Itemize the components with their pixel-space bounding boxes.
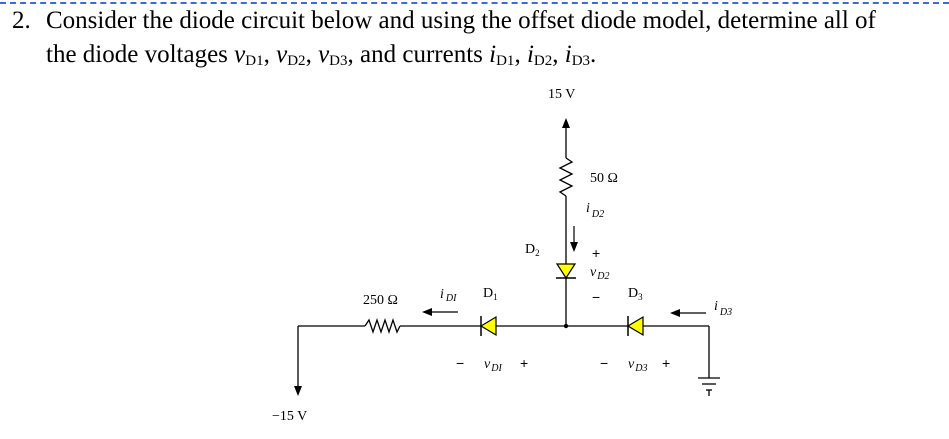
vd1-plus-sign: + bbox=[520, 355, 528, 371]
resistor-50-zigzag bbox=[558, 157, 574, 197]
vd3-plus-sign: + bbox=[662, 355, 670, 371]
diode-d1 bbox=[479, 315, 497, 337]
separator: , bbox=[514, 41, 527, 68]
id2-arrow-icon bbox=[570, 242, 578, 252]
separator: , bbox=[552, 41, 565, 68]
id3-arrow-icon bbox=[670, 309, 680, 317]
problem-text-2: the diode voltages bbox=[46, 41, 235, 68]
problem-text-1: Consider the diode circuit below and usi… bbox=[46, 7, 876, 34]
diode-d1-triangle bbox=[479, 315, 497, 337]
diode-d3 bbox=[626, 315, 644, 337]
d1-label: D1 bbox=[483, 286, 498, 302]
vd3-minus-sign: − bbox=[600, 355, 608, 371]
diode-d2-triangle bbox=[555, 263, 577, 280]
separator: , bbox=[263, 41, 277, 68]
dashed-separator bbox=[0, 2, 949, 4]
diode-d2 bbox=[555, 263, 577, 280]
vd2-minus-sign: − bbox=[592, 289, 600, 305]
supply-top-label: 15 V bbox=[548, 87, 575, 102]
var-sub: D3 bbox=[571, 53, 591, 69]
var-v: v bbox=[318, 41, 330, 68]
id1-arrow-icon bbox=[422, 308, 432, 316]
supply-up-arrow-icon bbox=[562, 118, 570, 128]
diode-d3-triangle bbox=[626, 315, 644, 337]
supply-down-arrow-icon bbox=[294, 386, 302, 396]
separator: , bbox=[305, 41, 319, 68]
problem-line-2: the diode voltages vD1, vD2, vD3, and cu… bbox=[12, 38, 942, 78]
separator: . bbox=[590, 41, 597, 68]
vd3-label: vD3 bbox=[628, 357, 647, 374]
var-sub: D3 bbox=[329, 53, 348, 69]
var-sub: D2 bbox=[287, 53, 306, 69]
var-i: i bbox=[564, 41, 572, 68]
supply-left-label: −15 V bbox=[272, 409, 307, 424]
r-top-label: 50 Ω bbox=[590, 171, 618, 186]
d3-label: D3 bbox=[628, 286, 643, 302]
vd1-minus-sign: − bbox=[456, 355, 464, 371]
var-i: i bbox=[526, 41, 534, 68]
var-sub: D2 bbox=[533, 53, 553, 69]
var-v: v bbox=[234, 41, 246, 68]
resistor-250-zigzag bbox=[364, 317, 401, 335]
separator: , and currents bbox=[347, 41, 490, 68]
vd2-plus-sign: + bbox=[592, 245, 600, 261]
problem-line-1: 2. Consider the diode circuit below and u… bbox=[12, 4, 942, 38]
var-v: v bbox=[276, 41, 288, 68]
problem-number: 2. bbox=[12, 7, 31, 34]
r-left-label: 250 Ω bbox=[363, 293, 398, 308]
var-sub: D1 bbox=[245, 53, 264, 69]
var-i: i bbox=[489, 41, 497, 68]
junction-dot bbox=[563, 323, 569, 329]
vd1-label: vDI bbox=[484, 357, 502, 374]
var-sub: D1 bbox=[496, 53, 515, 69]
d2-label: D2 bbox=[525, 242, 540, 258]
vd2-label: vD2 bbox=[590, 265, 609, 282]
problem-statement: 2. Consider the diode circuit below and u… bbox=[12, 4, 942, 78]
